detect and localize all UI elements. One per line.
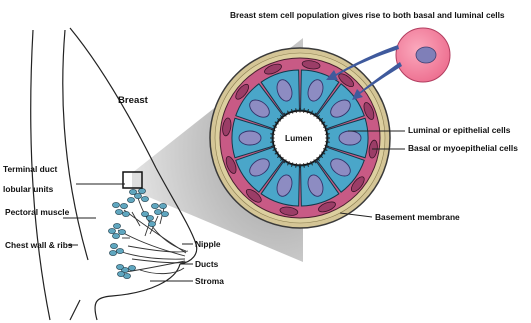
lobule-acinus (116, 264, 123, 269)
lobule-acinus (151, 203, 158, 208)
basal-cells-label: Basal or myoepithelial cells (408, 144, 518, 152)
lobule-acinus (141, 196, 148, 201)
header-caption: Breast stem cell population gives rise t… (230, 11, 505, 19)
breast-label: Breast (118, 96, 148, 106)
luminal-cells-label: Luminal or epithelial cells (408, 126, 510, 134)
basement-membrane-label: Basement membrane (375, 213, 460, 221)
terminal-duct-label: Terminal duct (3, 165, 57, 173)
nipple-label: Nipple (195, 240, 221, 248)
lobule-acinus (109, 250, 116, 255)
ducts-label: Ducts (195, 260, 218, 268)
lobule-acinus (161, 211, 168, 216)
lobular-units-label: lobular units (3, 185, 53, 193)
lobule-acinus (128, 265, 135, 270)
lobule-acinus (138, 188, 145, 193)
lobule-acinus (129, 189, 136, 194)
lobule-acinus (117, 271, 124, 276)
lobule-acinus (116, 248, 123, 253)
lobule-acinus (154, 209, 161, 214)
lumen-label: Lumen (285, 134, 312, 142)
chest-wall-label: Chest wall & ribs (5, 241, 72, 249)
lobule-acinus (112, 202, 119, 207)
lobule-acinus (148, 221, 155, 226)
stroma-label: Stroma (195, 277, 224, 285)
lobule-acinus (127, 197, 134, 202)
lobule-acinus (141, 211, 148, 216)
pectoral-muscle-label: Pectoral muscle (5, 208, 69, 216)
lobule-acinus (122, 211, 129, 216)
luminal-nucleus (239, 131, 261, 145)
lobule-acinus (108, 228, 115, 233)
lobule-acinus (118, 229, 125, 234)
stroma-folds (128, 246, 188, 274)
luminal-nucleus (339, 131, 361, 145)
lobule-acinus (159, 203, 166, 208)
lobule-group (108, 188, 168, 278)
stem-cell-icon (396, 28, 450, 82)
lobule-acinus (112, 233, 119, 238)
lobule-acinus (115, 209, 122, 214)
lobule-acinus (110, 243, 117, 248)
lobule-acinus (120, 203, 127, 208)
lobule-acinus (113, 223, 120, 228)
